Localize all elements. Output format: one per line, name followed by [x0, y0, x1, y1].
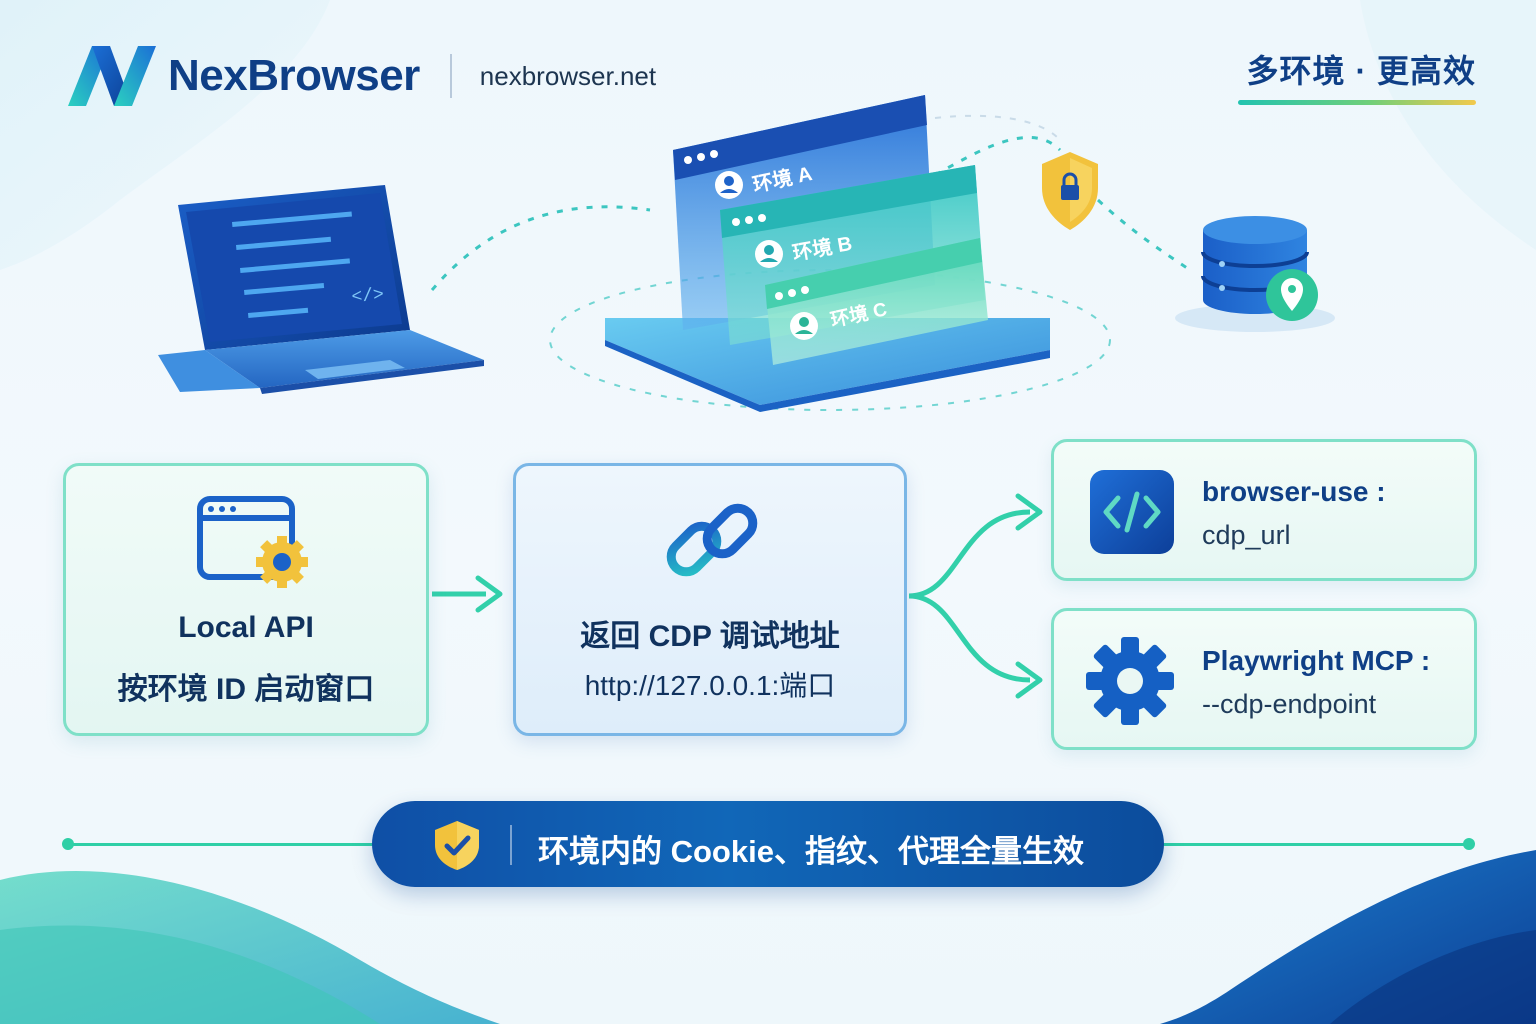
laptop-icon: </> — [158, 185, 484, 394]
environment-stack — [605, 95, 1050, 412]
shield-check-icon — [435, 821, 479, 870]
playwright-mcp-title: Playwright MCP : — [1202, 645, 1431, 676]
cdp-url: http://127.0.0.1:端口 — [584, 670, 836, 701]
window-settings-icon — [197, 496, 308, 588]
playwright-mcp-param: --cdp-endpoint — [1202, 689, 1377, 719]
tagline-text: 多环境 · 更高效 — [1246, 53, 1476, 89]
local-api-card: Local API 按环境 ID 启动窗口 — [63, 463, 429, 736]
header: NexBrowser nexbrowser.net — [66, 40, 656, 112]
header-divider — [449, 54, 452, 98]
hero-illustration: </> — [0, 0, 1536, 440]
cdp-title: 返回 CDP 调试地址 — [580, 620, 840, 653]
banner-line-left — [68, 843, 374, 846]
connector-laptop — [430, 205, 651, 291]
lock-shield-icon — [1042, 152, 1098, 230]
code-icon — [1090, 470, 1174, 554]
browser-use-param: cdp_url — [1202, 520, 1291, 550]
banner-separator — [510, 825, 512, 865]
link-chain-icon — [666, 503, 758, 577]
nexbrowser-logo-icon — [68, 46, 156, 106]
svg-text:</>: </> — [351, 285, 385, 308]
gear-icon — [1086, 637, 1174, 725]
banner-dot-left — [62, 838, 74, 850]
banner-line-right — [1162, 843, 1468, 846]
domain-link[interactable]: nexbrowser.net — [479, 60, 657, 91]
banner-text: 环境内的 Cookie、指纹、代理全量生效 — [538, 834, 1084, 869]
tagline: 多环境 · 更高效 — [1238, 46, 1476, 105]
local-api-title: Local API — [178, 611, 314, 644]
browser-use-card: browser-use : cdp_url — [1051, 439, 1477, 581]
effect-banner: 环境内的 Cookie、指纹、代理全量生效 — [372, 801, 1164, 887]
database-icon — [1175, 216, 1335, 332]
banner-dot-right — [1463, 838, 1475, 850]
tagline-underline — [1238, 100, 1476, 105]
hero-illustration-graphics: </> — [158, 95, 1335, 412]
location-pin-icon — [1266, 269, 1318, 321]
brand-name: NexBrowser — [168, 51, 420, 100]
browser-use-title: browser-use : — [1202, 476, 1386, 507]
local-api-subtitle: 按环境 ID 启动窗口 — [117, 673, 375, 706]
playwright-mcp-card: Playwright MCP : --cdp-endpoint — [1051, 608, 1477, 750]
cdp-address-card: 返回 CDP 调试地址 http://127.0.0.1:端口 — [513, 463, 907, 736]
